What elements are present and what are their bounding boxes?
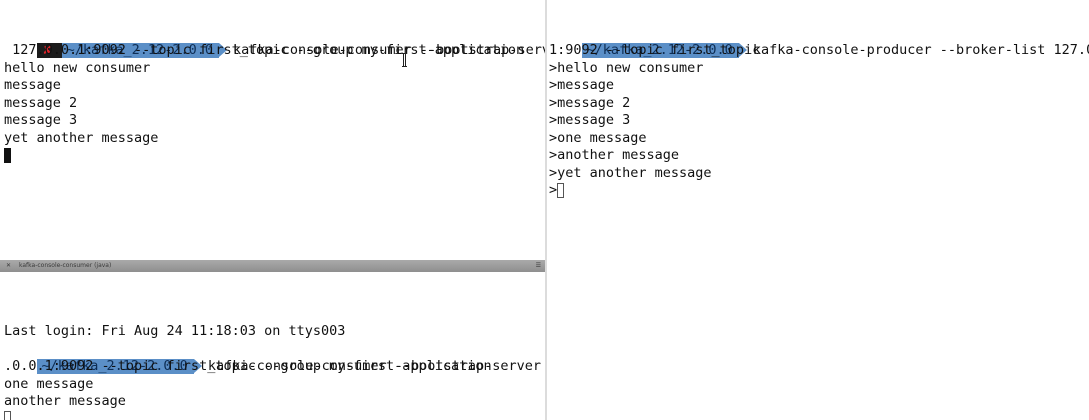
input-prompt: >	[549, 182, 558, 198]
output-line: >another message	[549, 147, 680, 163]
text-cursor-icon	[402, 53, 407, 67]
cursor-line	[4, 410, 11, 420]
prompt-path: ~/kafka_2.12-2.0.0	[61, 43, 228, 58]
output-line: >one message	[549, 130, 647, 146]
shell-prompt: ~/kafka_2.12-2.0.0	[36, 359, 203, 374]
block-cursor	[4, 148, 11, 163]
prompt-path: ~/kafka_2.12-2.0.0	[581, 43, 748, 58]
second-consumer-terminal-pane[interactable]: Last login: Fri Aug 24 11:18:03 on ttys0…	[0, 272, 545, 420]
hollow-cursor	[557, 183, 565, 198]
command-text: kafka-console-consumer --bootstrap-serve…	[232, 42, 545, 58]
output-line: message	[4, 77, 61, 93]
command-continuation: 1:9092 --topic first_topic	[549, 42, 761, 58]
output-line: >message 3	[549, 112, 631, 128]
output-line: yet another message	[4, 130, 159, 146]
command-continuation: .0.0.1:9092 --topic first_topic --group …	[4, 358, 492, 374]
output-line: hello new consumer	[4, 60, 151, 76]
grip-icon[interactable]: ☰	[535, 262, 541, 269]
command-line: ✘~/kafka_2.12-2.0.0 kafka-console-consume…	[4, 25, 545, 58]
command-text: kafka-console-consumer --bootstrap-serve…	[207, 358, 545, 374]
command-continuation: 127.0.0.1:9092 --topic first_topic --gro…	[4, 42, 525, 58]
close-icon[interactable]: ✕	[6, 262, 12, 269]
prompt-path: ~/kafka_2.12-2.0.0	[36, 359, 203, 374]
command-line: ~/kafka_2.12-2.0.0 kafka-console-producer…	[549, 25, 1089, 58]
output-line: another message	[4, 393, 126, 409]
consumer-terminal-pane[interactable]: ✘~/kafka_2.12-2.0.0 kafka-console-consume…	[0, 0, 545, 260]
shell-prompt: ~/kafka_2.12-2.0.0	[581, 43, 748, 58]
command-line: ~/kafka_2.12-2.0.0 kafka-console-consumer…	[4, 341, 545, 374]
shell-prompt: ✘~/kafka_2.12-2.0.0	[36, 43, 228, 58]
hollow-cursor	[4, 411, 11, 420]
output-line: message 3	[4, 112, 78, 128]
cursor-line	[4, 147, 11, 164]
output-line: message 2	[4, 95, 78, 111]
input-line[interactable]: >	[549, 182, 565, 199]
output-line: >yet another message	[549, 165, 712, 181]
error-cross-icon: ✘	[36, 43, 62, 58]
output-line: one message	[4, 376, 94, 392]
output-line: >message	[549, 77, 615, 93]
last-login-text: Last login: Fri Aug 24 11:18:03 on ttys0…	[4, 323, 346, 339]
command-text: kafka-console-producer --broker-list 127…	[752, 42, 1089, 58]
pane-title: kafka-console-consumer (java)	[19, 262, 112, 269]
producer-terminal-pane[interactable]: ~/kafka_2.12-2.0.0 kafka-console-producer…	[547, 0, 1089, 420]
output-line: >message 2	[549, 95, 631, 111]
pane-splitter[interactable]	[545, 0, 547, 420]
pane-title-bar[interactable]: ✕ kafka-console-consumer (java) ☰	[0, 260, 545, 272]
output-line: >hello new consumer	[549, 60, 704, 76]
